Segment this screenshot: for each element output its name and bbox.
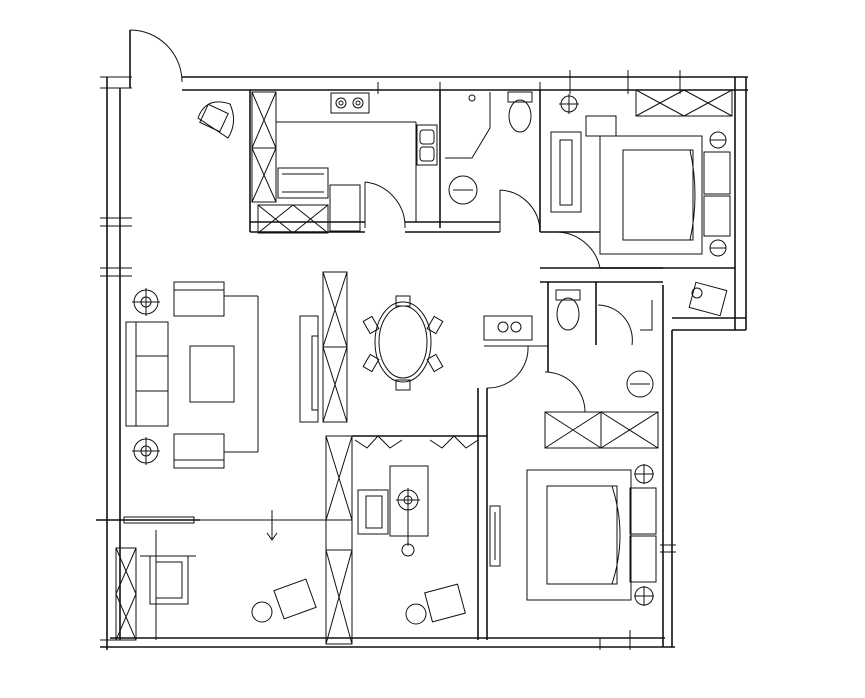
exterior-walls <box>100 76 748 650</box>
cooktop-icon <box>330 92 370 114</box>
toilet-icon <box>507 91 533 133</box>
round-sink-icon <box>626 370 654 398</box>
dining-area <box>352 295 487 449</box>
bathroom-1 <box>439 90 541 233</box>
armchair-icon <box>405 583 466 625</box>
kitchen-sink-icon <box>416 124 438 166</box>
sofa-icon <box>125 321 169 427</box>
bedroom-1 <box>540 89 735 317</box>
side-lamp-icon <box>132 437 160 465</box>
armchair-icon <box>197 101 234 139</box>
round-sink-icon <box>448 175 478 205</box>
toilet-icon <box>555 289 581 331</box>
study <box>96 465 466 641</box>
floor-lamp-icon <box>396 488 420 557</box>
entry-door <box>129 29 183 88</box>
bedroom-2 <box>489 411 659 606</box>
dining-chair-icon <box>362 295 444 391</box>
kitchen <box>249 90 500 234</box>
double-bed-icon <box>599 135 731 255</box>
armchair-icon <box>251 578 317 623</box>
bathroom-2 <box>477 281 663 640</box>
armchair-icon <box>688 281 728 317</box>
living-room <box>125 101 259 469</box>
table-lamp-icon <box>559 94 579 114</box>
wall-tick-marks <box>100 70 681 650</box>
side-lamp-icon <box>132 288 160 316</box>
dining-table-icon <box>374 301 432 383</box>
central-partition <box>299 271 353 645</box>
double-bed-icon <box>526 469 657 601</box>
